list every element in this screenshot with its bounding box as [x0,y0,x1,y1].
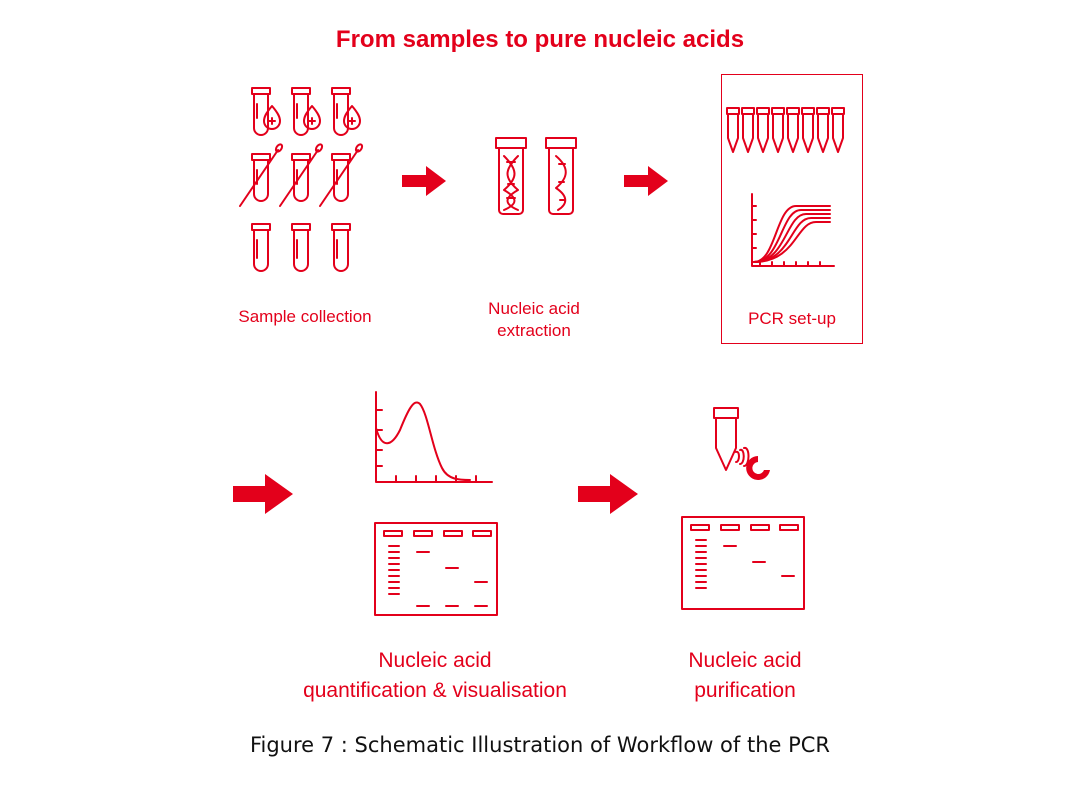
gel-plate-icon [374,522,498,616]
rna-tube-icon [545,137,577,215]
amplification-curve-icon [751,193,835,267]
step-label-quantification-line2: quantification & visualisation [303,679,567,702]
arrow-right-icon [624,166,668,196]
dna-tubes-group [495,137,577,215]
empty-tube-icon [251,223,271,272]
step-label-quantification-line1: Nucleic acid [378,649,492,672]
step-label-purification-line1: Nucleic acid [688,649,802,672]
step-label-purification: Nucleic acid purification [640,646,850,706]
empty-tube-icon [291,223,311,272]
step-label-pcr-setup: PCR set-up [748,309,836,328]
swab-tube-icon [239,143,284,207]
spectrum-curve-icon [375,391,493,483]
blood-tube-icon [251,87,281,136]
sample-tubes-group [239,87,364,272]
step-label-extraction-line1: Nucleic acid [488,299,580,318]
pcr-setup-frame [721,74,863,344]
pcr-strip-tube-icon [726,107,845,153]
swab-tube-icon [319,143,364,207]
gel-plate-icon [681,516,805,610]
step-label-purification-line2: purification [694,679,796,702]
arrow-right-icon [578,474,638,514]
diagram-title: From samples to pure nucleic acids [335,26,745,53]
figure-caption: Figure 7 : Schematic Illustration of Wor… [249,733,831,757]
step-label-sample-collection: Sample collection [238,307,372,326]
arrow-right-icon [402,166,446,196]
magnet-tube-icon [713,407,770,480]
blood-tube-icon [291,87,321,136]
blood-tube-icon [331,87,361,136]
step-label-extraction-line2: extraction [497,321,571,340]
step-label-quantification: Nucleic acid quantification & visualisat… [270,646,600,706]
swab-tube-icon [279,143,324,207]
dna-tube-icon [495,137,527,215]
empty-tube-icon [331,223,351,272]
step-label-extraction: Nucleic acid extraction [454,298,614,342]
arrow-right-icon [233,474,293,514]
